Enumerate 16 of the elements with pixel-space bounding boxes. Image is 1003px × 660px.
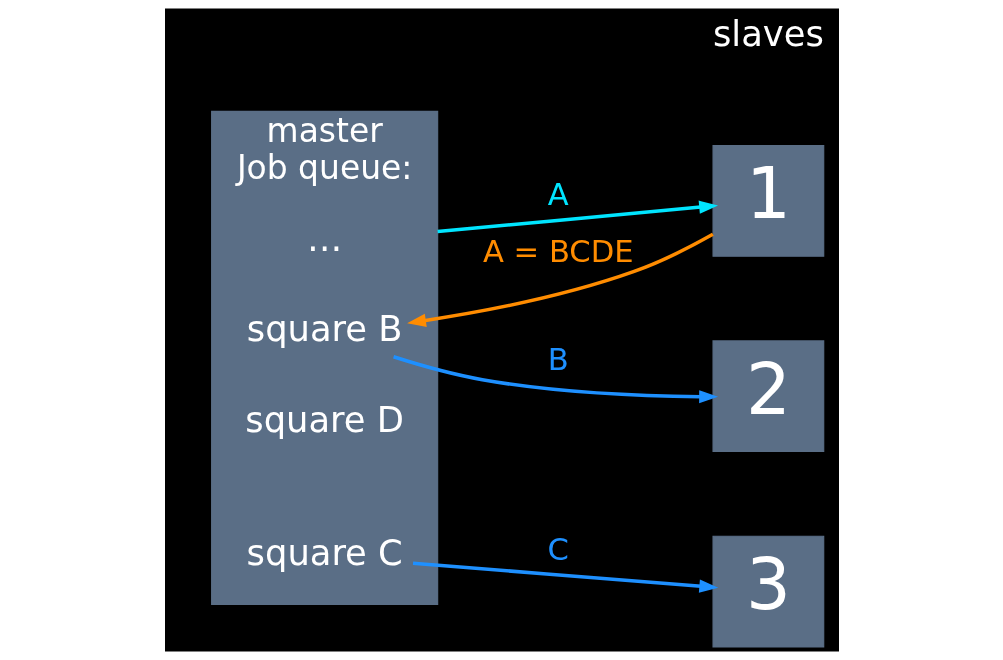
node-text: square C — [246, 532, 403, 574]
node-box: 1 — [711, 144, 824, 257]
edge-label: B — [547, 342, 569, 378]
node-box: 2 — [711, 340, 824, 453]
arrow — [412, 561, 718, 593]
arrow — [392, 355, 718, 404]
edge-label: A — [547, 177, 569, 213]
node-box: 3 — [711, 535, 824, 648]
arrow — [436, 200, 718, 234]
edge-label: A = BCDE — [482, 233, 634, 269]
edge-label: C — [547, 531, 569, 567]
node-text: square D — [244, 399, 404, 441]
arrow — [406, 232, 714, 327]
node-text: … — [306, 217, 342, 259]
label: slaves — [712, 13, 824, 55]
node-text: square B — [246, 308, 402, 350]
